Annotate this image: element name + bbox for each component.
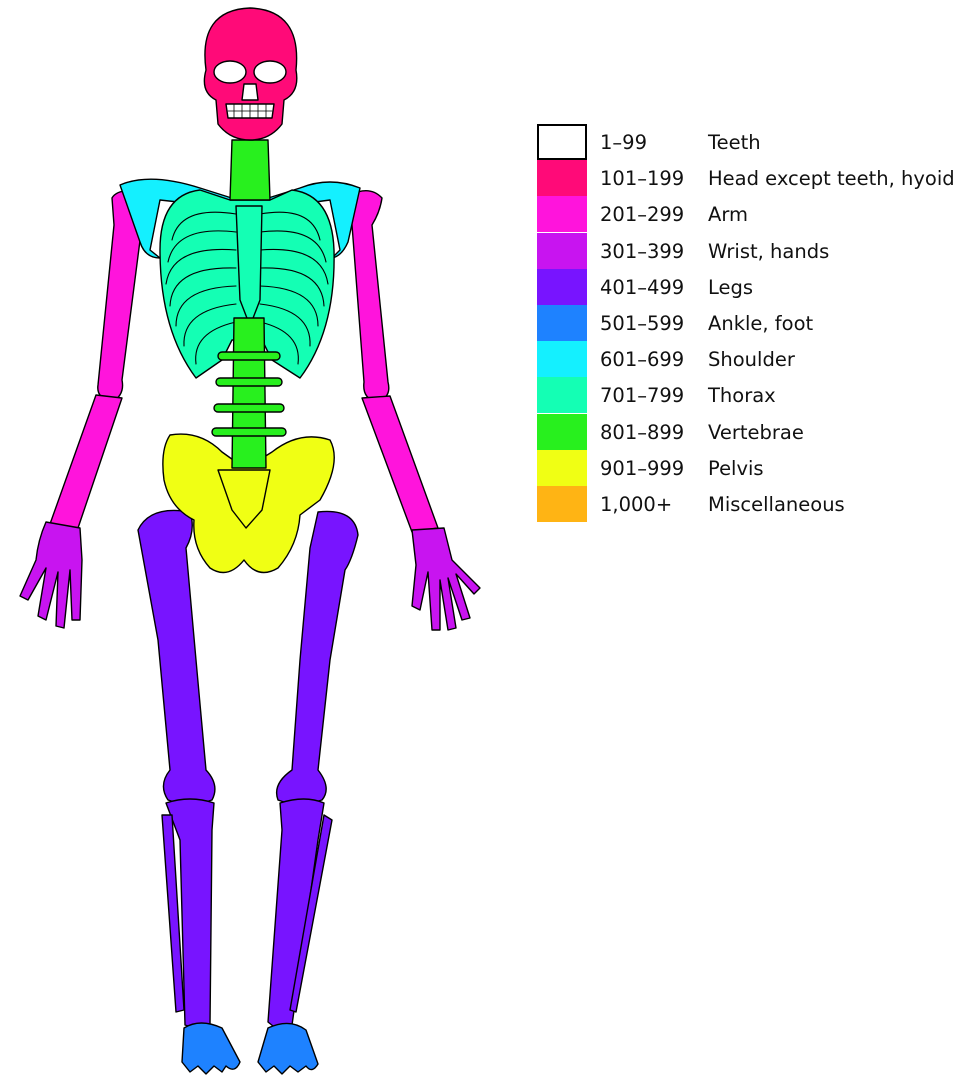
legend-range: 901–999 xyxy=(600,457,684,480)
legend-swatch xyxy=(537,160,587,196)
legend-region: Miscellaneous xyxy=(708,493,845,516)
legend-swatch xyxy=(537,269,587,305)
left-eye-socket xyxy=(214,61,246,83)
lumbar-vertebrae xyxy=(232,318,266,468)
right-forearm xyxy=(362,396,438,532)
legend-row: 901–999 Pelvis xyxy=(537,450,974,486)
legend-row: 701–799 Thorax xyxy=(537,377,974,413)
legend-swatch xyxy=(537,377,587,413)
legend-region: Ankle, foot xyxy=(708,312,813,335)
legend-region: Teeth xyxy=(708,131,761,154)
legend-range: 101–199 xyxy=(600,167,684,190)
legend-region: Arm xyxy=(708,203,748,226)
legend-row: 201–299 Arm xyxy=(537,196,974,232)
legend-region: Thorax xyxy=(708,384,776,407)
right-foot xyxy=(258,1023,318,1074)
legend-swatch xyxy=(537,124,587,160)
legend-swatch xyxy=(537,196,587,232)
legend-swatch xyxy=(537,414,587,450)
legend-range: 501–599 xyxy=(600,312,684,335)
legend-region: Shoulder xyxy=(708,348,795,371)
legend-row: 501–599 Ankle, foot xyxy=(537,305,974,341)
right-humerus xyxy=(350,191,389,402)
left-hand xyxy=(20,522,82,628)
legend-region: Wrist, hands xyxy=(708,240,829,263)
legend-range: 201–299 xyxy=(600,203,684,226)
legend: 1–99 Teeth 101–199 Head except teeth, hyoid… xyxy=(537,124,974,522)
legend-region: Head except teeth, hyoid xyxy=(708,167,955,190)
legend-range: 601–699 xyxy=(600,348,684,371)
right-eye-socket xyxy=(254,61,286,83)
right-femur xyxy=(277,511,358,804)
legend-range: 701–799 xyxy=(600,384,684,407)
legend-swatch xyxy=(537,486,587,522)
legend-row: 401–499 Legs xyxy=(537,269,974,305)
legend-swatch xyxy=(537,341,587,377)
legend-row: 301–399 Wrist, hands xyxy=(537,233,974,269)
legend-row: 601–699 Shoulder xyxy=(537,341,974,377)
legend-region: Legs xyxy=(708,276,753,299)
nasal-cavity xyxy=(242,84,258,100)
legend-swatch xyxy=(537,450,587,486)
right-hand xyxy=(412,528,480,630)
legend-range: 401–499 xyxy=(600,276,684,299)
legend-swatch xyxy=(537,305,587,341)
legend-swatch xyxy=(537,233,587,269)
legend-range: 801–899 xyxy=(600,421,684,444)
legend-region: Pelvis xyxy=(708,457,764,480)
skeleton-figure xyxy=(0,0,600,1078)
legend-row: 1–99 Teeth xyxy=(537,124,974,160)
legend-region: Vertebrae xyxy=(708,421,804,444)
legend-range: 1–99 xyxy=(600,131,647,154)
legend-row: 101–199 Head except teeth, hyoid xyxy=(537,160,974,196)
legend-range: 1,000+ xyxy=(600,493,672,516)
left-foot xyxy=(182,1023,240,1074)
legend-row: 801–899 Vertebrae xyxy=(537,414,974,450)
legend-range: 301–399 xyxy=(600,240,684,263)
left-forearm xyxy=(50,395,122,528)
cervical-vertebrae xyxy=(230,140,270,200)
legend-row: 1,000+ Miscellaneous xyxy=(537,486,974,522)
